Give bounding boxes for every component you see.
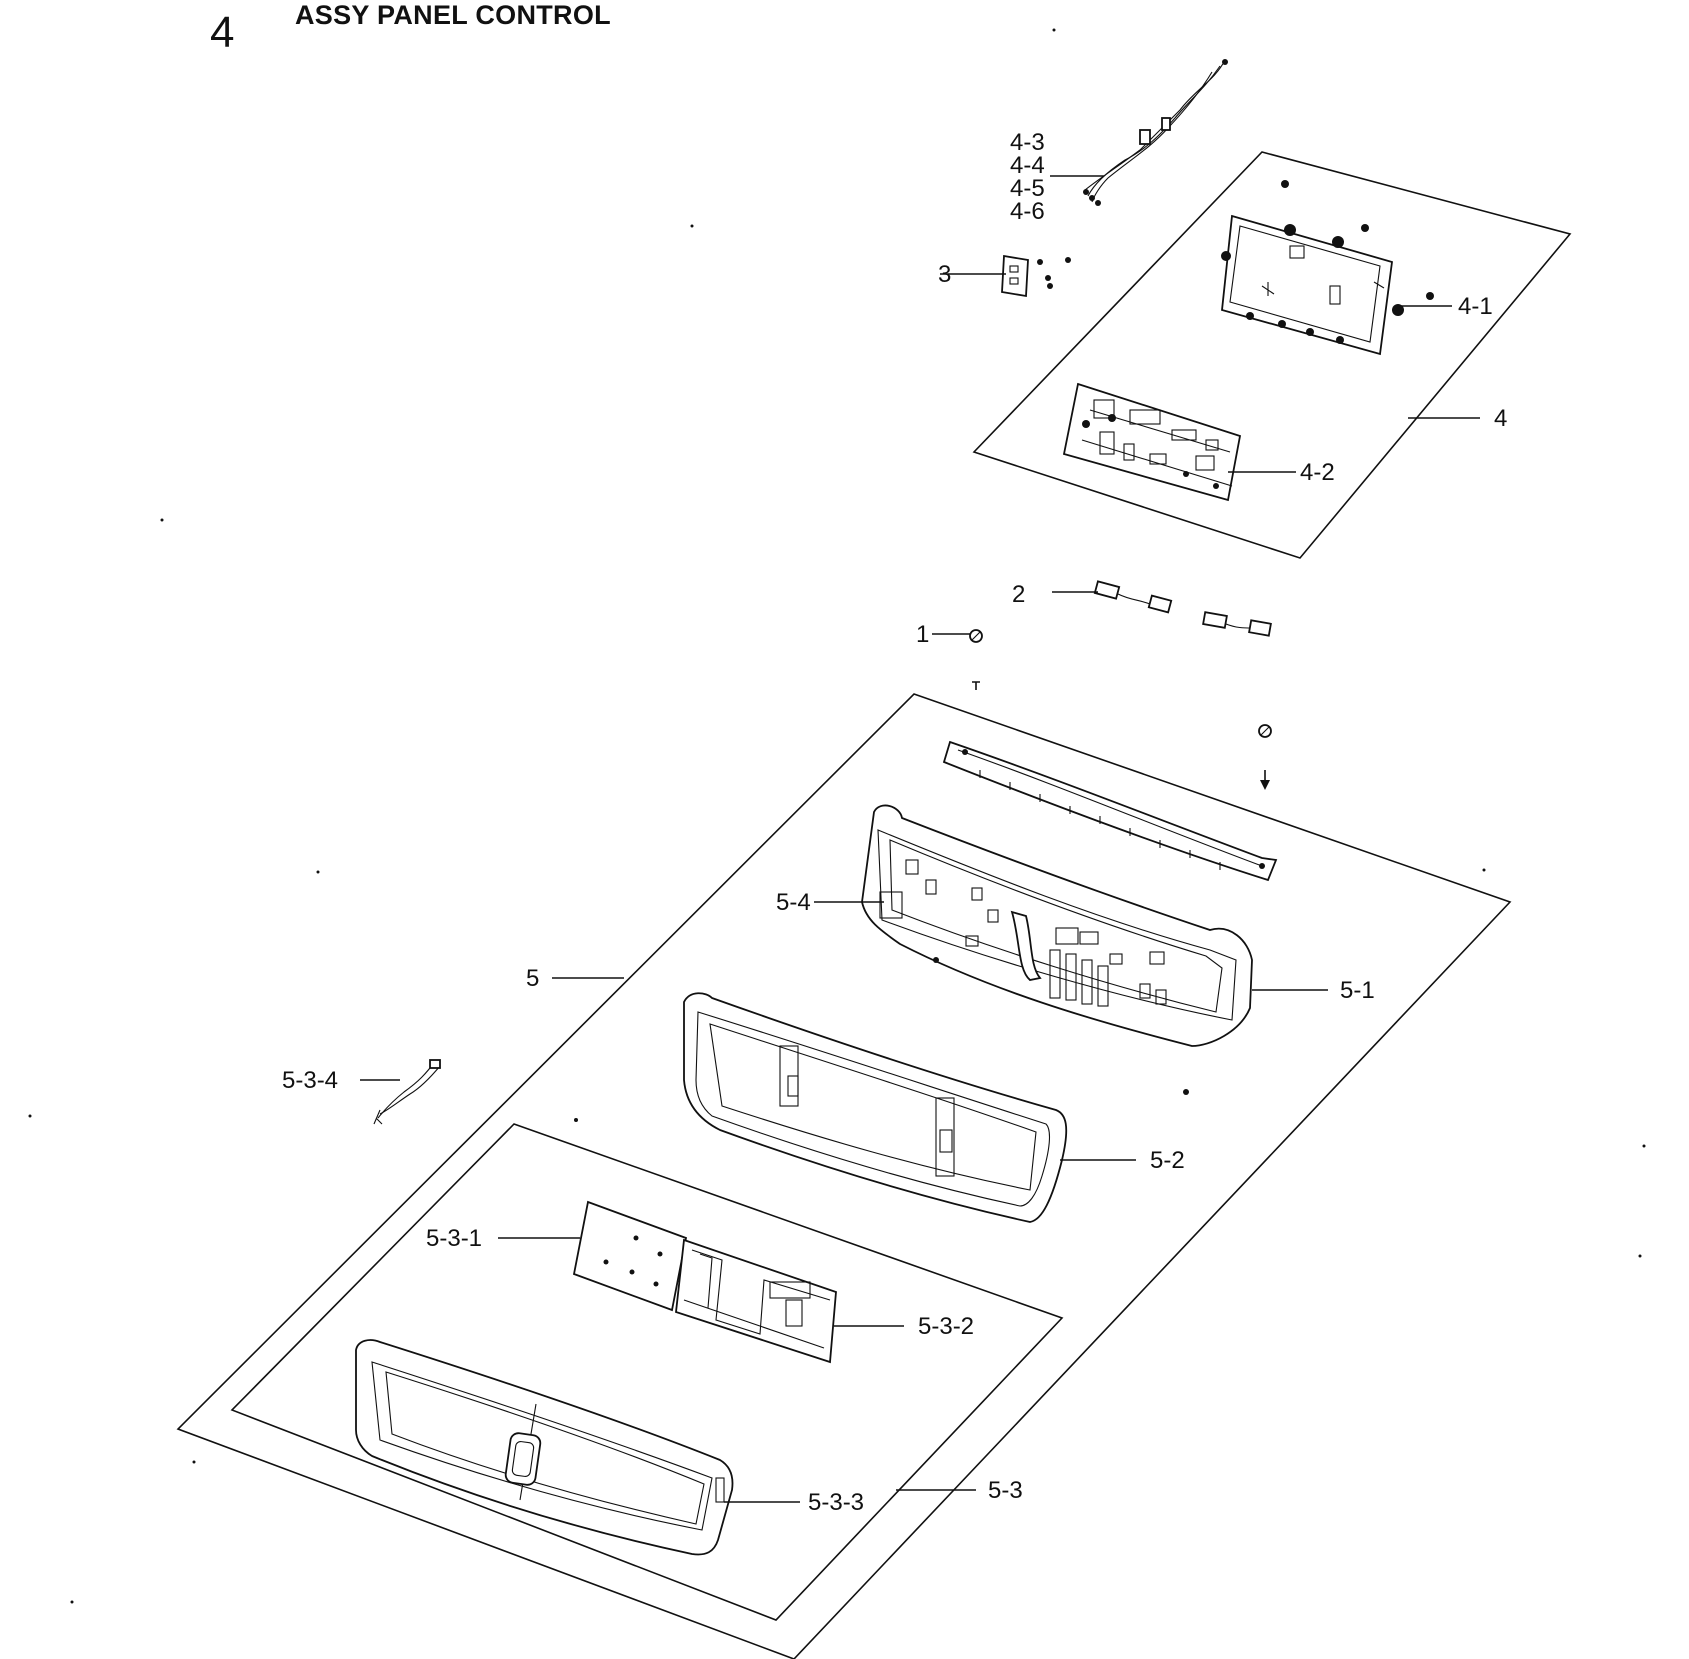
panel-frame-part-5-1 <box>861 804 1253 1095</box>
screw-part-1 <box>969 629 1272 790</box>
bracket-part-3 <box>1001 254 1071 298</box>
pcb-part-4-2 <box>1062 382 1242 502</box>
group-5-outline <box>176 693 1512 1659</box>
gasket-frame-part-5-2 <box>574 992 1068 1223</box>
group-5-3-outline <box>230 1123 1064 1621</box>
callout-4-6: 4-6 <box>1010 198 1045 225</box>
callout-4-3: 4-3 <box>1010 129 1045 156</box>
callout-3: 3 <box>938 261 951 288</box>
callout-5-4: 5-4 <box>776 889 811 916</box>
cover-part-5-3-3 <box>355 1339 734 1556</box>
callout-4-4: 4-4 <box>1010 152 1045 179</box>
callout-5: 5 <box>526 965 539 992</box>
section-title: ASSY PANEL CONTROL <box>295 0 611 30</box>
pcb-part-4-1 <box>1221 180 1434 356</box>
sheet-part-5-3-1 <box>572 1200 688 1312</box>
callout-5-3: 5-3 <box>988 1477 1023 1504</box>
group-4-outline <box>972 151 1572 559</box>
wire-part-5-3-4 <box>373 1059 441 1125</box>
leader-lines <box>360 175 1480 1503</box>
scan-specks <box>28 28 1646 1604</box>
section-number: 4 <box>210 8 235 57</box>
callout-4-5: 4-5 <box>1010 175 1045 202</box>
callout-5-3-3: 5-3-3 <box>808 1489 864 1516</box>
callout-4-1: 4-1 <box>1458 293 1493 320</box>
callout-2: 2 <box>1012 581 1025 608</box>
trim-strip-part <box>942 740 1278 882</box>
bracket-part-5-3-2 <box>675 1238 837 1364</box>
callout-5-3-4: 5-3-4 <box>282 1067 338 1094</box>
callout-5-1: 5-1 <box>1340 977 1375 1004</box>
wire-harness-part <box>1083 59 1228 206</box>
callout-4-2: 4-2 <box>1300 459 1335 486</box>
callout-5-3-2: 5-3-2 <box>918 1313 974 1340</box>
callout-labels: 4-3 4-4 4-5 4-6 3 4-1 4 4-2 2 1 5-4 5 5-… <box>282 129 1507 1516</box>
connector-part-2 <box>1093 580 1272 637</box>
callout-4: 4 <box>1494 405 1507 432</box>
callout-1: 1 <box>916 621 929 648</box>
callout-5-2: 5-2 <box>1150 1147 1185 1174</box>
callout-5-3-1: 5-3-1 <box>426 1225 482 1252</box>
